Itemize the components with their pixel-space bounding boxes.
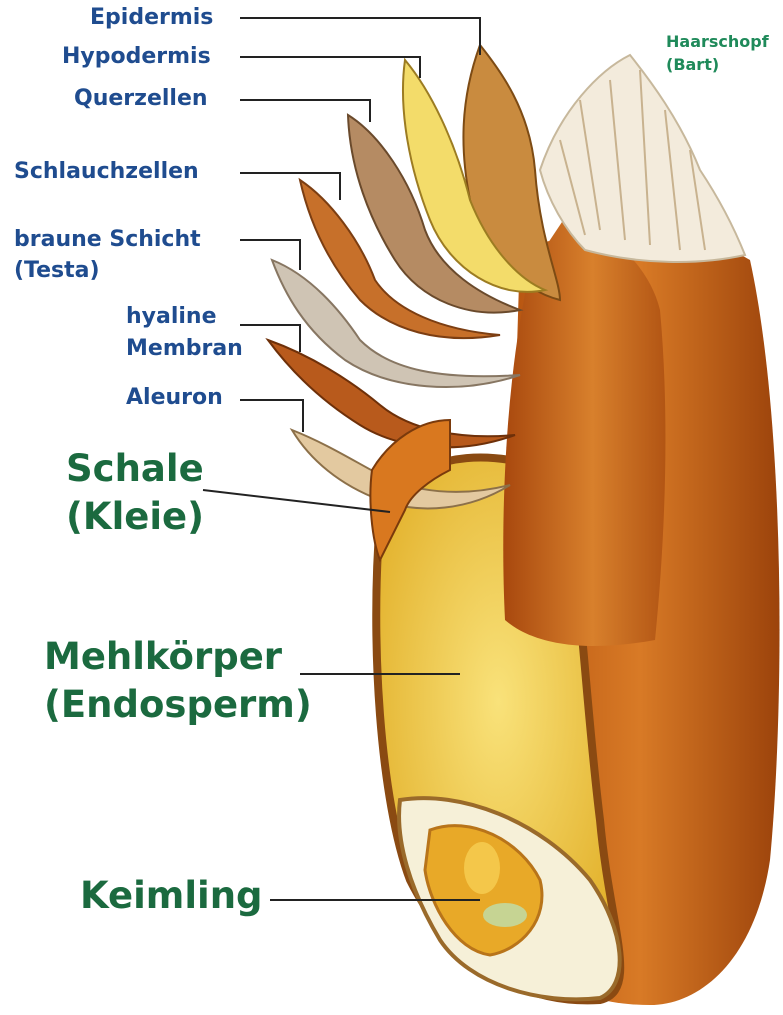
label-querzellen: Querzellen [74, 86, 208, 111]
label-membran: Membran [126, 336, 243, 361]
germ-center [464, 842, 500, 894]
leader-hypodermis [240, 57, 420, 78]
label-hypodermis: Hypodermis [62, 44, 211, 69]
label-hyaline: hyaline [126, 304, 217, 329]
label-mehlkoerper: Mehlkörper [44, 636, 282, 679]
label-aleuron: Aleuron [126, 385, 223, 410]
leader-braune-schicht [240, 240, 300, 270]
leader-schlauchzellen [240, 173, 340, 200]
label-schlauchzellen: Schlauchzellen [14, 159, 199, 184]
label-braune-schicht: braune Schicht [14, 227, 201, 252]
scutellum-green [483, 903, 527, 927]
label-endosperm: (Endosperm) [44, 684, 312, 727]
label-keimling: Keimling [80, 875, 263, 918]
label-epidermis: Epidermis [90, 5, 213, 30]
layer-hyaline-membran [268, 340, 515, 447]
label-testa: (Testa) [14, 258, 100, 283]
label-bart: (Bart) [666, 56, 719, 74]
leader-hyaline [240, 325, 300, 352]
leader-epidermis [240, 18, 480, 55]
label-haarschopf: Haarschopf [666, 33, 769, 51]
label-kleie: (Kleie) [66, 496, 204, 539]
label-schale: Schale [66, 448, 204, 491]
hair-tuft [540, 55, 745, 262]
leader-aleuron [240, 400, 303, 432]
